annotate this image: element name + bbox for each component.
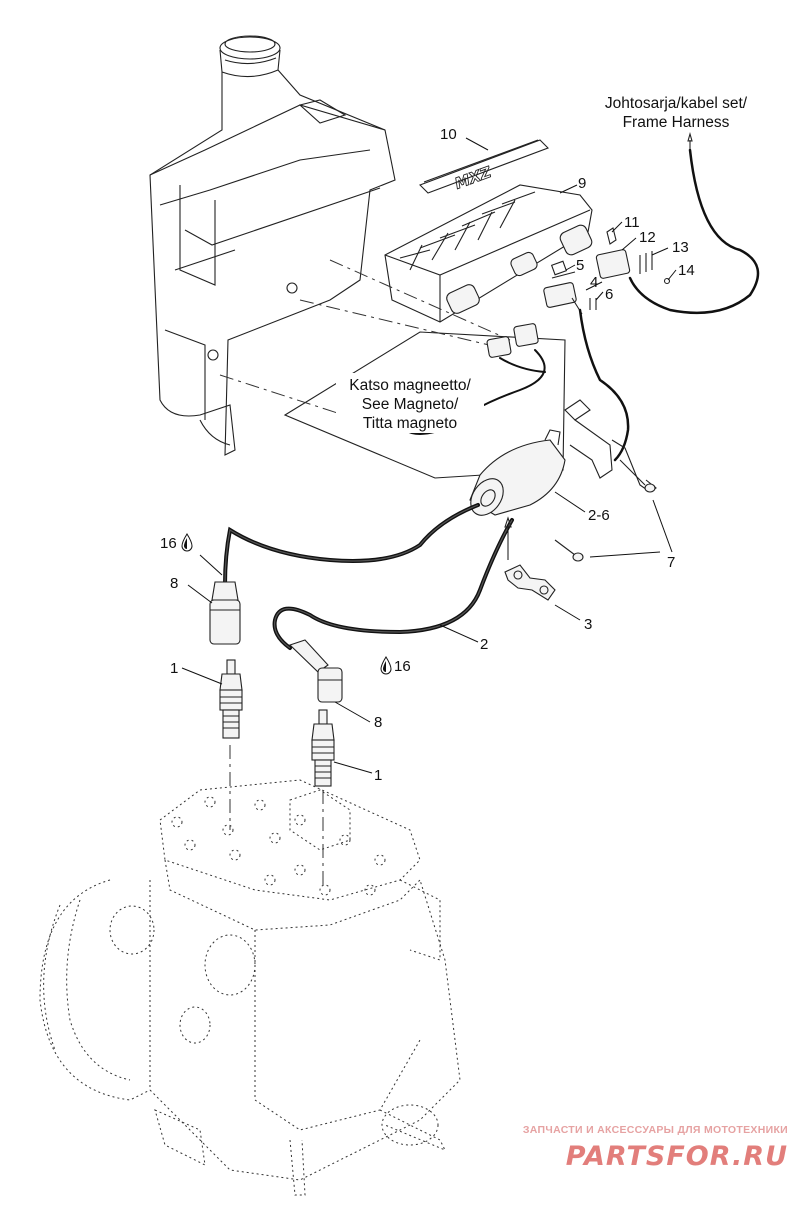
callout-1-left: 1 <box>170 660 178 677</box>
callout-leaders <box>181 137 677 774</box>
spark-plug-cap-right <box>288 639 343 703</box>
grease-drop-icon <box>380 656 392 675</box>
callout-3: 3 <box>584 616 592 633</box>
engine-outline <box>39 779 461 1196</box>
screw-part-7 <box>554 459 656 562</box>
electronic-module-part-9 <box>384 184 593 323</box>
watermark-logo: PARTSFOR.RU <box>566 1141 788 1172</box>
callout-1-right: 1 <box>374 767 382 784</box>
harness-note-line-2: Frame Harness <box>623 114 730 131</box>
callout-14: 14 <box>678 262 695 279</box>
callout-2: 2 <box>480 636 488 653</box>
callout-9: 9 <box>578 175 586 192</box>
callout-8-right: 8 <box>374 714 382 731</box>
harness-note-line-1: Johtosarja/kabel set/ <box>605 95 748 112</box>
callout-12: 12 <box>639 229 656 246</box>
callout-16-lower: 16 <box>394 658 411 675</box>
magneto-note-line-3: Titta magneto <box>363 415 457 432</box>
callout-7: 7 <box>667 554 675 571</box>
callout-6: 6 <box>605 286 613 303</box>
frame-harness-note: Johtosarja/kabel set/ Frame Harness <box>605 95 748 131</box>
callout-11: 11 <box>624 214 640 231</box>
watermark: ЗАПЧАСТИ И АКСЕССУАРЫ ДЛЯ МОТОТЕХНИКИ PA… <box>523 1124 788 1172</box>
magneto-note-line-1: Katso magneetto/ <box>349 377 471 394</box>
spark-plug-right <box>311 709 335 787</box>
spark-plug-cap-left <box>209 581 241 645</box>
callout-2-6: 2-6 <box>588 507 610 524</box>
magneto-reference-box <box>219 259 566 479</box>
decal-text: MXZ <box>452 163 494 193</box>
magneto-note-line-2: See Magneto/ <box>362 396 459 413</box>
clamp-part-3 <box>504 564 556 601</box>
callout-4: 4 <box>590 274 598 291</box>
high-tension-cables <box>223 503 514 650</box>
callout-10: 10 <box>440 126 457 143</box>
callout-8-left: 8 <box>170 575 178 592</box>
connector-parts <box>543 227 671 315</box>
grease-drop-icon <box>181 533 193 552</box>
spark-plug-left <box>219 659 243 739</box>
callout-16-upper: 16 <box>160 535 177 552</box>
oil-tank <box>149 35 396 456</box>
callout-13: 13 <box>672 239 689 256</box>
callout-labels: 10 9 11 12 13 14 5 4 6 2-6 7 3 2 16 8 16… <box>160 126 695 784</box>
watermark-tagline: ЗАПЧАСТИ И АКСЕССУАРЫ ДЛЯ МОТОТЕХНИКИ <box>523 1124 788 1136</box>
see-magneto-note: Katso magneetto/ See Magneto/ Titta magn… <box>336 373 484 433</box>
callout-5: 5 <box>576 257 584 274</box>
plug-axis-lines <box>229 745 324 890</box>
